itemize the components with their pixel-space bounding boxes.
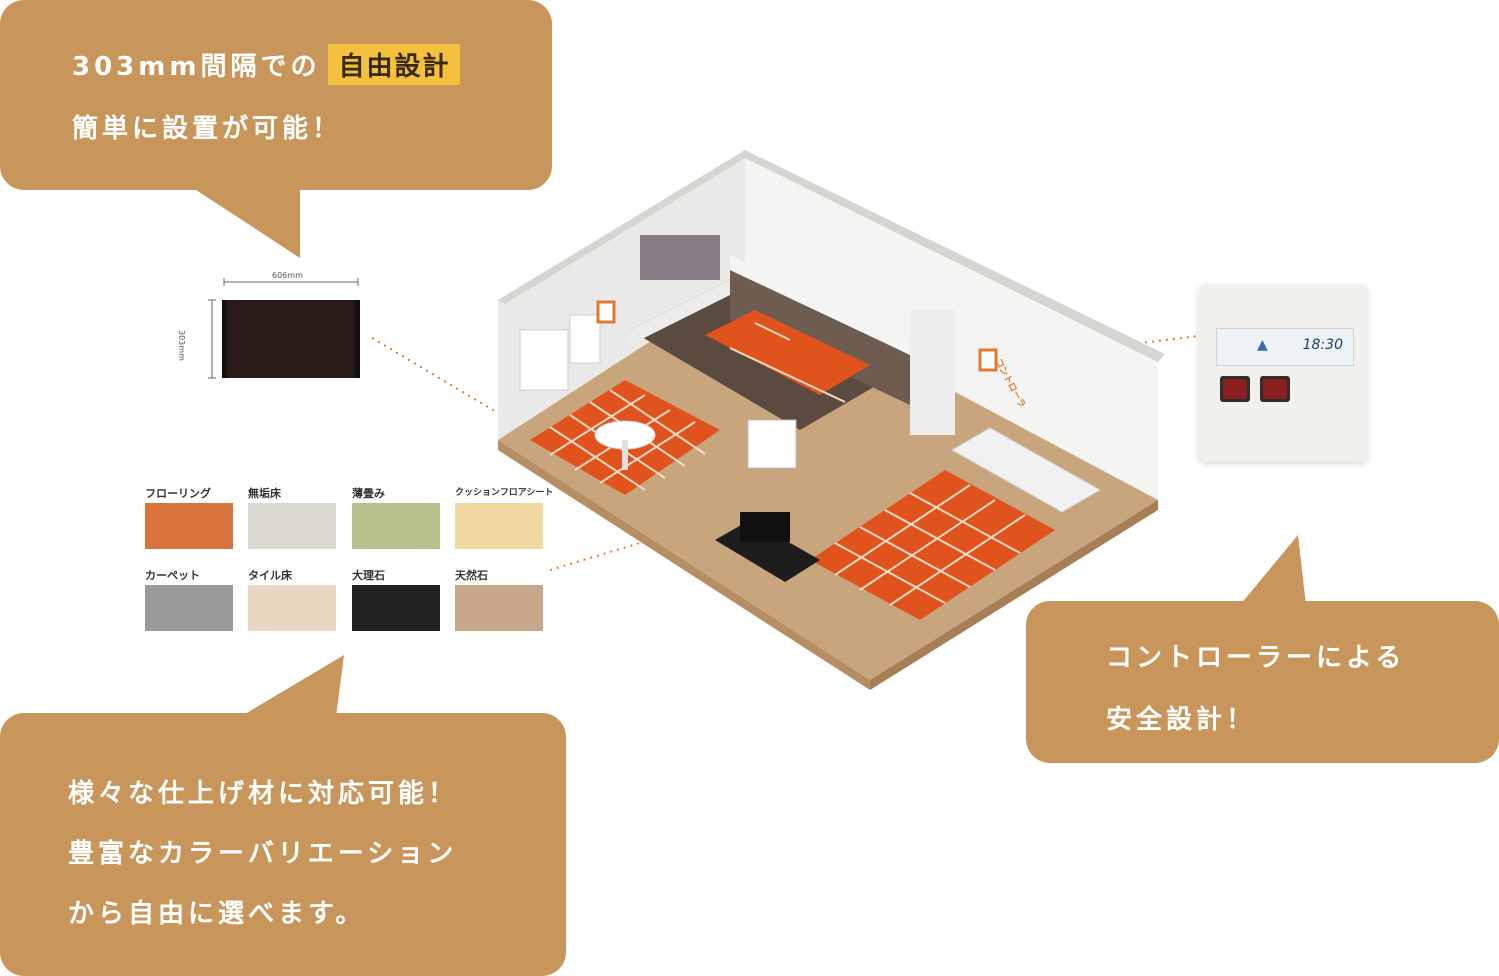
finish-item: 無垢床	[248, 485, 336, 549]
finish-item: クッションフロアシート	[455, 485, 553, 549]
controller-button-right	[1260, 376, 1290, 402]
thermometer-icon: ▲	[1257, 337, 1268, 353]
callout-safety-text: 安全設計！	[1106, 705, 1257, 735]
callout-finishes-text-2: 豊富なカラーバリエーション	[68, 839, 458, 869]
callout-free-design-text: 303mm間隔での	[72, 52, 321, 82]
controller-device: ▲ 18:30	[1198, 284, 1368, 462]
sheet-dimension-diagram	[208, 278, 359, 379]
callout-easy-install-text: 簡単に設置が可能！	[72, 114, 343, 144]
finish-item: 薄畳み	[352, 485, 440, 549]
sheet-width-label: 606mm	[272, 271, 303, 280]
finish-item: 天然石	[455, 567, 543, 631]
finish-swatch	[248, 585, 336, 631]
finish-swatch	[352, 503, 440, 549]
finish-item: タイル床	[248, 567, 336, 631]
finish-samples-grid: フローリング 無垢床 薄畳み クッションフロアシート カーペット タイル床 大理…	[145, 485, 553, 635]
finish-swatch	[455, 585, 543, 631]
finish-swatch	[248, 503, 336, 549]
callout-finishes-text-1: 様々な仕上げ材に対応可能！	[68, 779, 459, 809]
finish-item: 大理石	[352, 567, 440, 631]
finish-item: カーペット	[145, 567, 233, 631]
callout-controller-safety: コントローラーによる 安全設計！	[1026, 601, 1499, 763]
callout-tail-bottom	[240, 655, 344, 717]
callout-tail-right	[1240, 535, 1306, 605]
callout-free-design: 303mm間隔での自由設計 簡単に設置が可能！	[0, 0, 552, 190]
controller-display: ▲ 18:30	[1216, 328, 1354, 366]
room-illustration	[498, 150, 1165, 690]
controller-button-left	[1220, 376, 1250, 402]
finish-swatch	[352, 585, 440, 631]
callout-controller-text: コントローラーによる	[1106, 643, 1406, 673]
callout-finishes: 様々な仕上げ材に対応可能！ 豊富なカラーバリエーション から自由に選べます。	[0, 713, 566, 976]
finish-swatch	[145, 585, 233, 631]
callout-finishes-text-3: から自由に選べます。	[68, 899, 366, 929]
free-design-highlight: 自由設計	[328, 44, 461, 85]
finish-item: フローリング	[145, 485, 233, 549]
heating-sheet-sample	[222, 300, 360, 378]
callout-tail-top	[190, 186, 300, 258]
controller-time: 18:30	[1302, 337, 1343, 353]
finish-swatch	[455, 503, 543, 549]
finish-swatch	[145, 503, 233, 549]
